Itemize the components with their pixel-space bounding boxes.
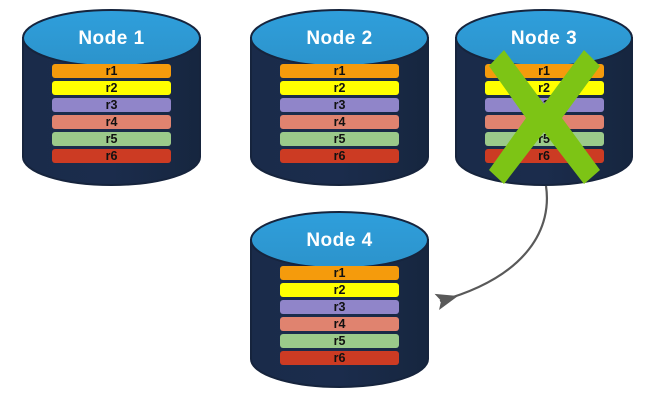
row-r2-bar[interactable] [52, 81, 171, 95]
row-r5-label: r5 [538, 132, 550, 146]
row-r3-label: r3 [334, 98, 346, 112]
row-r3-bar[interactable] [280, 300, 399, 314]
node-title: Node 4 [306, 230, 372, 251]
row-r3-bar[interactable] [52, 98, 171, 112]
row-r1-bar[interactable] [280, 64, 399, 78]
row-r1-bar[interactable] [280, 266, 399, 280]
x-cross-mark-icon [489, 50, 600, 184]
row-r3-label: r3 [334, 300, 346, 314]
row-r1-bar[interactable] [52, 64, 171, 78]
node-4[interactable]: Node 4 r1 r2 r3 r4 r5 r6 [250, 211, 429, 388]
row-r2-label: r2 [538, 81, 550, 95]
row-r6-bar[interactable] [280, 351, 399, 365]
node-title: Node 2 [306, 28, 372, 49]
connector-line [434, 185, 548, 310]
row-r1-label: r1 [538, 64, 550, 78]
row-r4-label: r4 [334, 115, 346, 129]
node-title: Node 3 [511, 28, 577, 49]
row-r4-label: r4 [334, 317, 346, 331]
node-2[interactable]: Node 2 r1 r2 r3 r4 r5 r6 [250, 9, 429, 186]
node-title: Node 1 [78, 28, 144, 49]
row-r5-label: r5 [106, 132, 118, 146]
row-r4-bar[interactable] [280, 115, 399, 129]
row-r2-label: r2 [334, 81, 346, 95]
row-r5-label: r5 [334, 334, 346, 348]
row-r2-bar[interactable] [280, 81, 399, 95]
row-r5-bar[interactable] [52, 132, 171, 146]
row-r6-label: r6 [334, 149, 346, 163]
row-r4-bar[interactable] [280, 317, 399, 331]
row-r5-label: r5 [334, 132, 346, 146]
row-r4-label: r4 [106, 115, 118, 129]
row-r5-bar[interactable] [280, 334, 399, 348]
row-r3-bar[interactable] [280, 98, 399, 112]
row-r5-bar[interactable] [280, 132, 399, 146]
row-r2-label: r2 [334, 283, 346, 297]
row-list: r1 r2 r3 r4 r5 r6 [52, 64, 171, 163]
row-r2-bar[interactable] [280, 283, 399, 297]
row-r6-label: r6 [106, 149, 118, 163]
row-r6-bar[interactable] [52, 149, 171, 163]
row-list: r1 r2 r3 r4 r5 r6 [280, 64, 399, 163]
row-r1-label: r1 [106, 64, 118, 78]
arrow-node3-to-node4 [434, 185, 548, 310]
row-r2-label: r2 [106, 81, 118, 95]
node-3[interactable]: Node 3 r1 r2 r3 r4 r5 r6 [455, 9, 633, 186]
row-r6-label: r6 [334, 351, 346, 365]
node-1[interactable]: Node 1 r1 r2 r3 r4 r5 r6 [22, 9, 201, 186]
row-list: r1 r2 r3 r4 r5 r6 [280, 266, 399, 365]
row-r1-label: r1 [334, 64, 346, 78]
row-r6-label: r6 [538, 149, 550, 163]
row-r6-bar[interactable] [280, 149, 399, 163]
row-r3-label: r3 [106, 98, 118, 112]
row-r4-bar[interactable] [52, 115, 171, 129]
row-r1-label: r1 [334, 266, 346, 280]
